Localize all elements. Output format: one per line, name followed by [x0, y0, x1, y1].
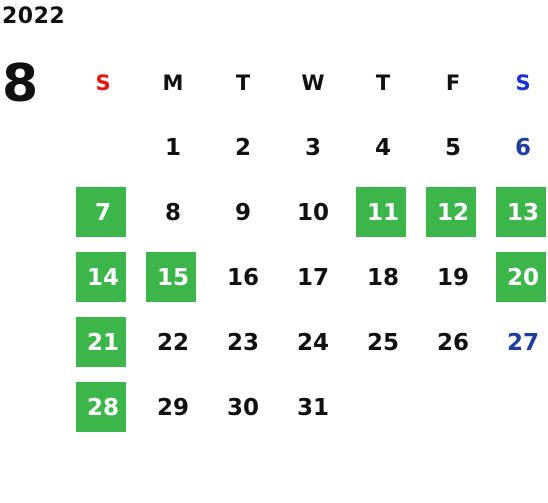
- day-cell[interactable]: 30: [208, 375, 278, 440]
- day-number: 12: [436, 199, 469, 226]
- day-number: 29: [156, 394, 189, 421]
- day-cell-highlighted[interactable]: 11: [348, 180, 418, 245]
- day-cell[interactable]: 5: [418, 115, 488, 180]
- day-number: 13: [506, 199, 539, 226]
- day-number: 30: [226, 394, 259, 421]
- day-cell-highlighted[interactable]: 13: [488, 180, 548, 245]
- day-cell[interactable]: 16: [208, 245, 278, 310]
- day-number: 18: [366, 264, 399, 291]
- calendar-month: 8: [2, 54, 39, 114]
- weekday-header-fri: F: [418, 50, 488, 115]
- weekday-label: S: [515, 70, 531, 95]
- day-number: 21: [86, 329, 119, 356]
- day-cell[interactable]: 2: [208, 115, 278, 180]
- day-cell-empty: [348, 375, 418, 440]
- day-number: 3: [304, 134, 321, 161]
- day-number: 27: [506, 329, 539, 356]
- day-cell[interactable]: 26: [418, 310, 488, 375]
- weekday-label: T: [375, 70, 391, 95]
- weekday-label: M: [162, 70, 184, 95]
- weekday-header-thu: T: [348, 50, 418, 115]
- weekday-label: W: [301, 70, 325, 95]
- day-cell-empty: [488, 375, 548, 440]
- day-cell[interactable]: 29: [138, 375, 208, 440]
- day-cell-highlighted[interactable]: 28: [68, 375, 138, 440]
- day-number: 9: [234, 199, 251, 226]
- day-number: 5: [444, 134, 461, 161]
- day-cell[interactable]: 1: [138, 115, 208, 180]
- weekday-label: S: [95, 70, 111, 95]
- day-number: 28: [86, 394, 119, 421]
- day-cell[interactable]: 19: [418, 245, 488, 310]
- day-number: 4: [374, 134, 391, 161]
- day-number: 15: [156, 264, 189, 291]
- weekday-header-sat: S: [488, 50, 548, 115]
- day-number: 24: [296, 329, 329, 356]
- day-number: 25: [366, 329, 399, 356]
- calendar-grid: S M T W T F S 1 2 3 4 5 6 7 8 9 10 11 12…: [68, 50, 548, 440]
- day-number: 20: [506, 264, 539, 291]
- day-cell-highlighted[interactable]: 7: [68, 180, 138, 245]
- day-number: 31: [296, 394, 329, 421]
- day-cell[interactable]: 22: [138, 310, 208, 375]
- day-cell[interactable]: 17: [278, 245, 348, 310]
- day-number: 22: [156, 329, 189, 356]
- weekday-label: T: [235, 70, 251, 95]
- day-cell[interactable]: 24: [278, 310, 348, 375]
- day-cell-highlighted[interactable]: 15: [138, 245, 208, 310]
- day-cell[interactable]: 31: [278, 375, 348, 440]
- day-cell[interactable]: 8: [138, 180, 208, 245]
- day-number: 16: [226, 264, 259, 291]
- day-cell[interactable]: 4: [348, 115, 418, 180]
- day-number: 14: [86, 264, 119, 291]
- weekday-label: F: [445, 70, 461, 95]
- weekday-header-sun: S: [68, 50, 138, 115]
- day-number: 1: [164, 134, 181, 161]
- day-number: 26: [436, 329, 469, 356]
- day-cell-empty: [68, 115, 138, 180]
- weekday-header-mon: M: [138, 50, 208, 115]
- day-cell[interactable]: 9: [208, 180, 278, 245]
- day-cell-highlighted[interactable]: 14: [68, 245, 138, 310]
- day-cell[interactable]: 23: [208, 310, 278, 375]
- day-cell[interactable]: 10: [278, 180, 348, 245]
- day-number: 19: [436, 264, 469, 291]
- day-number: 23: [226, 329, 259, 356]
- day-cell-empty: [418, 375, 488, 440]
- day-number: 8: [164, 199, 181, 226]
- day-cell-highlighted[interactable]: 21: [68, 310, 138, 375]
- day-number: 10: [296, 199, 329, 226]
- weekday-header-tue: T: [208, 50, 278, 115]
- calendar-year: 2022: [2, 4, 66, 29]
- day-number: 11: [366, 199, 399, 226]
- day-cell[interactable]: 3: [278, 115, 348, 180]
- day-cell[interactable]: 18: [348, 245, 418, 310]
- day-cell[interactable]: 6: [488, 115, 548, 180]
- day-cell[interactable]: 27: [488, 310, 548, 375]
- day-number: 2: [234, 134, 251, 161]
- day-cell-highlighted[interactable]: 20: [488, 245, 548, 310]
- weekday-header-wed: W: [278, 50, 348, 115]
- day-cell-highlighted[interactable]: 12: [418, 180, 488, 245]
- day-cell[interactable]: 25: [348, 310, 418, 375]
- day-number: 6: [514, 134, 531, 161]
- day-number: 7: [94, 199, 111, 226]
- day-number: 17: [296, 264, 329, 291]
